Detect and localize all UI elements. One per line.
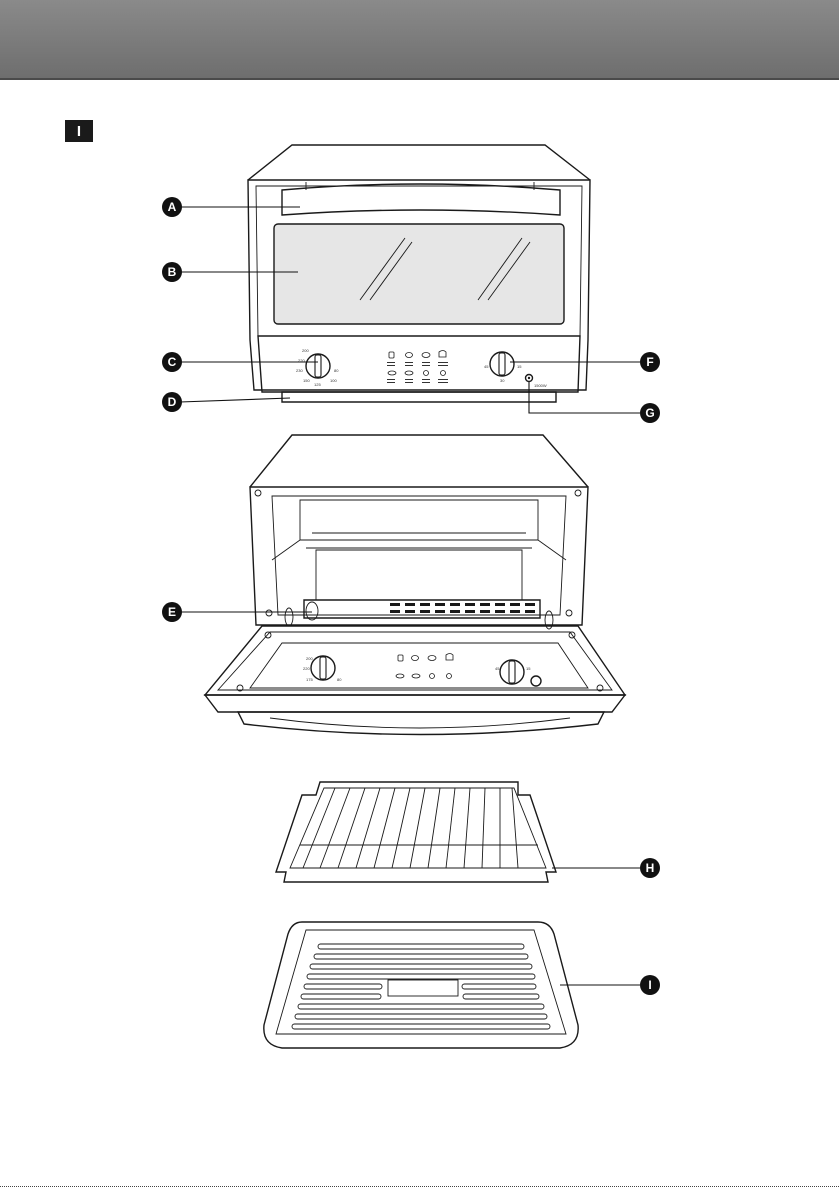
baking-tray-illustration bbox=[264, 922, 578, 1048]
oven-open-illustration: 200 220 175 80 45 15 bbox=[205, 435, 625, 735]
svg-text:175: 175 bbox=[306, 677, 313, 682]
svg-text:C: C bbox=[168, 355, 177, 369]
callout-e: E bbox=[162, 602, 182, 622]
svg-text:100: 100 bbox=[330, 378, 337, 383]
callout-i: I bbox=[640, 975, 660, 995]
svg-text:H: H bbox=[646, 861, 655, 875]
callout-a: A bbox=[162, 197, 182, 217]
door-glass bbox=[274, 224, 564, 324]
svg-text:15: 15 bbox=[526, 666, 531, 671]
bottom-rule bbox=[0, 1186, 839, 1187]
svg-text:E: E bbox=[168, 605, 176, 619]
rack-wires bbox=[303, 788, 518, 868]
callout-b: B bbox=[162, 262, 182, 282]
svg-text:1500W: 1500W bbox=[534, 383, 547, 388]
svg-text:D: D bbox=[168, 395, 177, 409]
svg-text:230: 230 bbox=[296, 368, 303, 373]
svg-text:45: 45 bbox=[495, 666, 500, 671]
callout-g: G bbox=[640, 403, 660, 423]
svg-text:I: I bbox=[648, 978, 651, 992]
function-icons bbox=[388, 351, 446, 376]
svg-text:F: F bbox=[646, 355, 653, 369]
oven-closed-illustration: 200 220 230 150 100 80 125 bbox=[248, 145, 590, 402]
crumb-tray-slots bbox=[390, 603, 535, 613]
svg-text:45: 45 bbox=[484, 364, 489, 369]
crumb-tray bbox=[282, 392, 556, 402]
svg-text:G: G bbox=[645, 406, 654, 420]
door-handle bbox=[282, 184, 560, 215]
tray-ridges bbox=[292, 944, 550, 1029]
svg-text:125: 125 bbox=[314, 382, 321, 387]
svg-text:80: 80 bbox=[337, 677, 342, 682]
svg-text:30: 30 bbox=[500, 378, 505, 383]
svg-text:220: 220 bbox=[303, 666, 310, 671]
svg-text:A: A bbox=[168, 200, 177, 214]
callout-h: H bbox=[640, 858, 660, 878]
svg-text:200: 200 bbox=[306, 656, 313, 661]
svg-text:80: 80 bbox=[334, 368, 339, 373]
callout-f: F bbox=[640, 352, 660, 372]
svg-text:15: 15 bbox=[517, 364, 522, 369]
callout-c: C bbox=[162, 352, 182, 372]
svg-text:150: 150 bbox=[303, 378, 310, 383]
callout-d: D bbox=[162, 392, 182, 412]
svg-text:200: 200 bbox=[302, 348, 309, 353]
svg-text:B: B bbox=[168, 265, 177, 279]
wire-rack-illustration bbox=[276, 782, 556, 882]
